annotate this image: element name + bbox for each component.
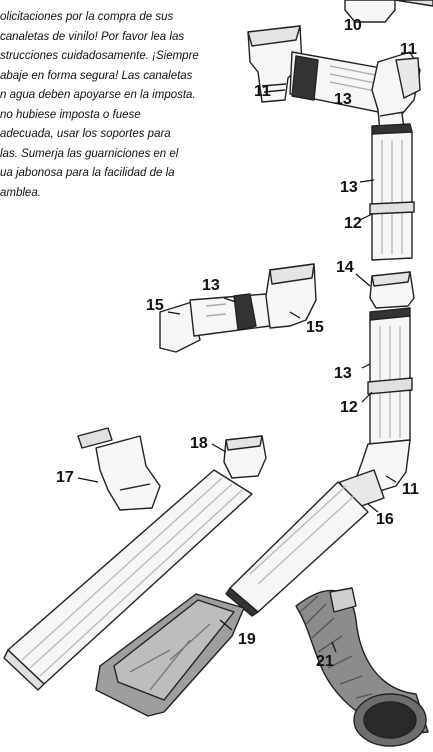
- elbow-11-left: [247, 25, 303, 103]
- elbow-11-bottom: [339, 439, 411, 511]
- callout-11: 11: [254, 83, 271, 100]
- leader-lines: [77, 179, 397, 653]
- intro-line: ua jabonosa para la facilidad de la: [0, 167, 175, 179]
- elbow-17: [77, 427, 161, 511]
- callout-10: 10: [344, 17, 362, 34]
- elbow-11-right: [371, 51, 421, 133]
- downspout-13-lower: [367, 307, 413, 445]
- intro-line: strucciones cuidadosamente. ¡Siempre: [0, 50, 199, 62]
- fitting-18: [223, 435, 267, 479]
- intro-line: n agua deben apoyarse en la imposta.: [0, 89, 196, 101]
- intro-text: olicitaciones por la compra de sus canal…: [0, 8, 262, 203]
- callout-14: 14: [336, 259, 354, 276]
- callout-17: 17: [56, 469, 74, 486]
- callout-15: 15: [306, 319, 324, 336]
- callout-13: 13: [334, 91, 352, 108]
- intro-line: amblea.: [0, 186, 41, 199]
- intro-line: abaje en forma segura! Las canaletas: [0, 69, 193, 82]
- intro-line: no hubiese imposta o fuese: [0, 108, 141, 121]
- diagonal-pipe-right: [225, 481, 369, 617]
- intro-line: adecuada, usar los soportes para: [0, 128, 171, 140]
- intro-line: las. Sumerja las guarniciones en el: [0, 147, 179, 160]
- diagonal-pipe-left: [3, 469, 253, 691]
- callout-16: 16: [376, 511, 394, 528]
- pipe-13-top: [289, 51, 393, 115]
- offset-assembly: [159, 263, 317, 353]
- callout-18: 18: [190, 435, 208, 452]
- flex-hose-21: [295, 587, 429, 747]
- callout-12: 12: [344, 215, 362, 232]
- callout-11: 11: [400, 41, 417, 58]
- callout-11: 11: [402, 481, 419, 498]
- callout-12: 12: [340, 399, 358, 416]
- fitting-10: [344, 0, 433, 23]
- callout-13: 13: [340, 179, 358, 196]
- splash-block-19: [95, 593, 245, 717]
- callout-19: 19: [238, 631, 256, 648]
- callout-13: 13: [334, 365, 352, 382]
- intro-line: olicitaciones por la compra de sus: [0, 11, 174, 23]
- callout-21: 21: [316, 653, 334, 670]
- intro-line: canaletas de vinilo! Por favor lea las: [0, 30, 185, 43]
- connector-14: [369, 271, 415, 309]
- callout-13: 13: [202, 277, 220, 294]
- downspout-13-upper: [369, 123, 415, 261]
- callout-15: 15: [146, 297, 164, 314]
